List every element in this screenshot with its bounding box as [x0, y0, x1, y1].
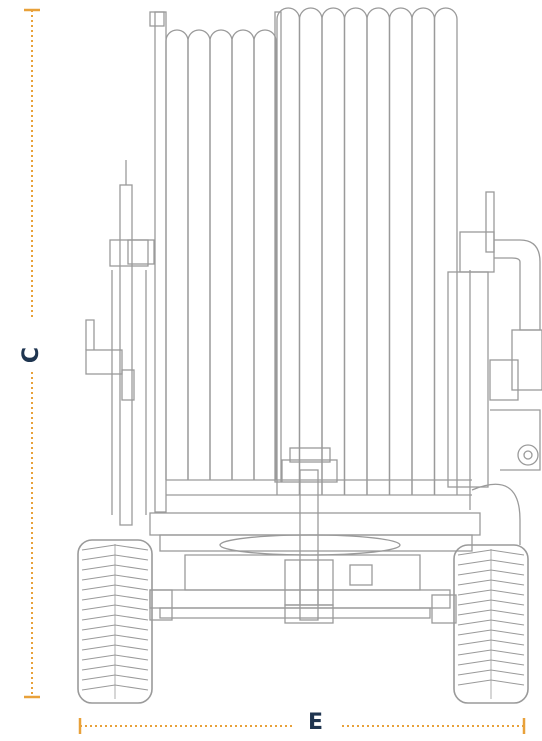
- hose-coil: [209, 29, 233, 480]
- left-hook-bracket: [85, 349, 123, 375]
- reel-left-plate-top: [149, 11, 165, 27]
- hose-coil: [366, 7, 391, 495]
- hose-coil: [343, 7, 368, 495]
- right-tire: [453, 544, 529, 704]
- left-tire: [77, 539, 153, 704]
- dimension-line-c: [24, 8, 40, 699]
- dimension-line-e: [78, 718, 526, 734]
- reel-center-flange: [274, 11, 282, 483]
- hose-coil: [187, 29, 211, 480]
- hose-coil: [321, 7, 346, 495]
- reel-left-plate: [154, 11, 167, 513]
- tire-outline: [77, 539, 153, 704]
- hose-coil: [388, 7, 413, 495]
- chassis-main-beam: [149, 512, 481, 536]
- hose-coils-right: [274, 7, 458, 495]
- gearbox: [284, 559, 334, 606]
- dimension-label-c: C: [19, 342, 46, 368]
- hose-coil: [165, 29, 189, 480]
- machine-outline: [85, 7, 542, 624]
- hose-coil: [231, 29, 255, 480]
- tire-outline: [453, 544, 529, 704]
- hose-coil: [253, 29, 277, 480]
- hose-coil: [433, 7, 458, 495]
- hose-coils-left: [165, 29, 277, 480]
- right-mast: [485, 191, 495, 253]
- central-post: [299, 469, 319, 621]
- dimension-label-e: E: [302, 712, 330, 734]
- right-inlet-pipe: [494, 239, 541, 331]
- hose-coil: [411, 7, 436, 495]
- hose-coil: [298, 7, 323, 495]
